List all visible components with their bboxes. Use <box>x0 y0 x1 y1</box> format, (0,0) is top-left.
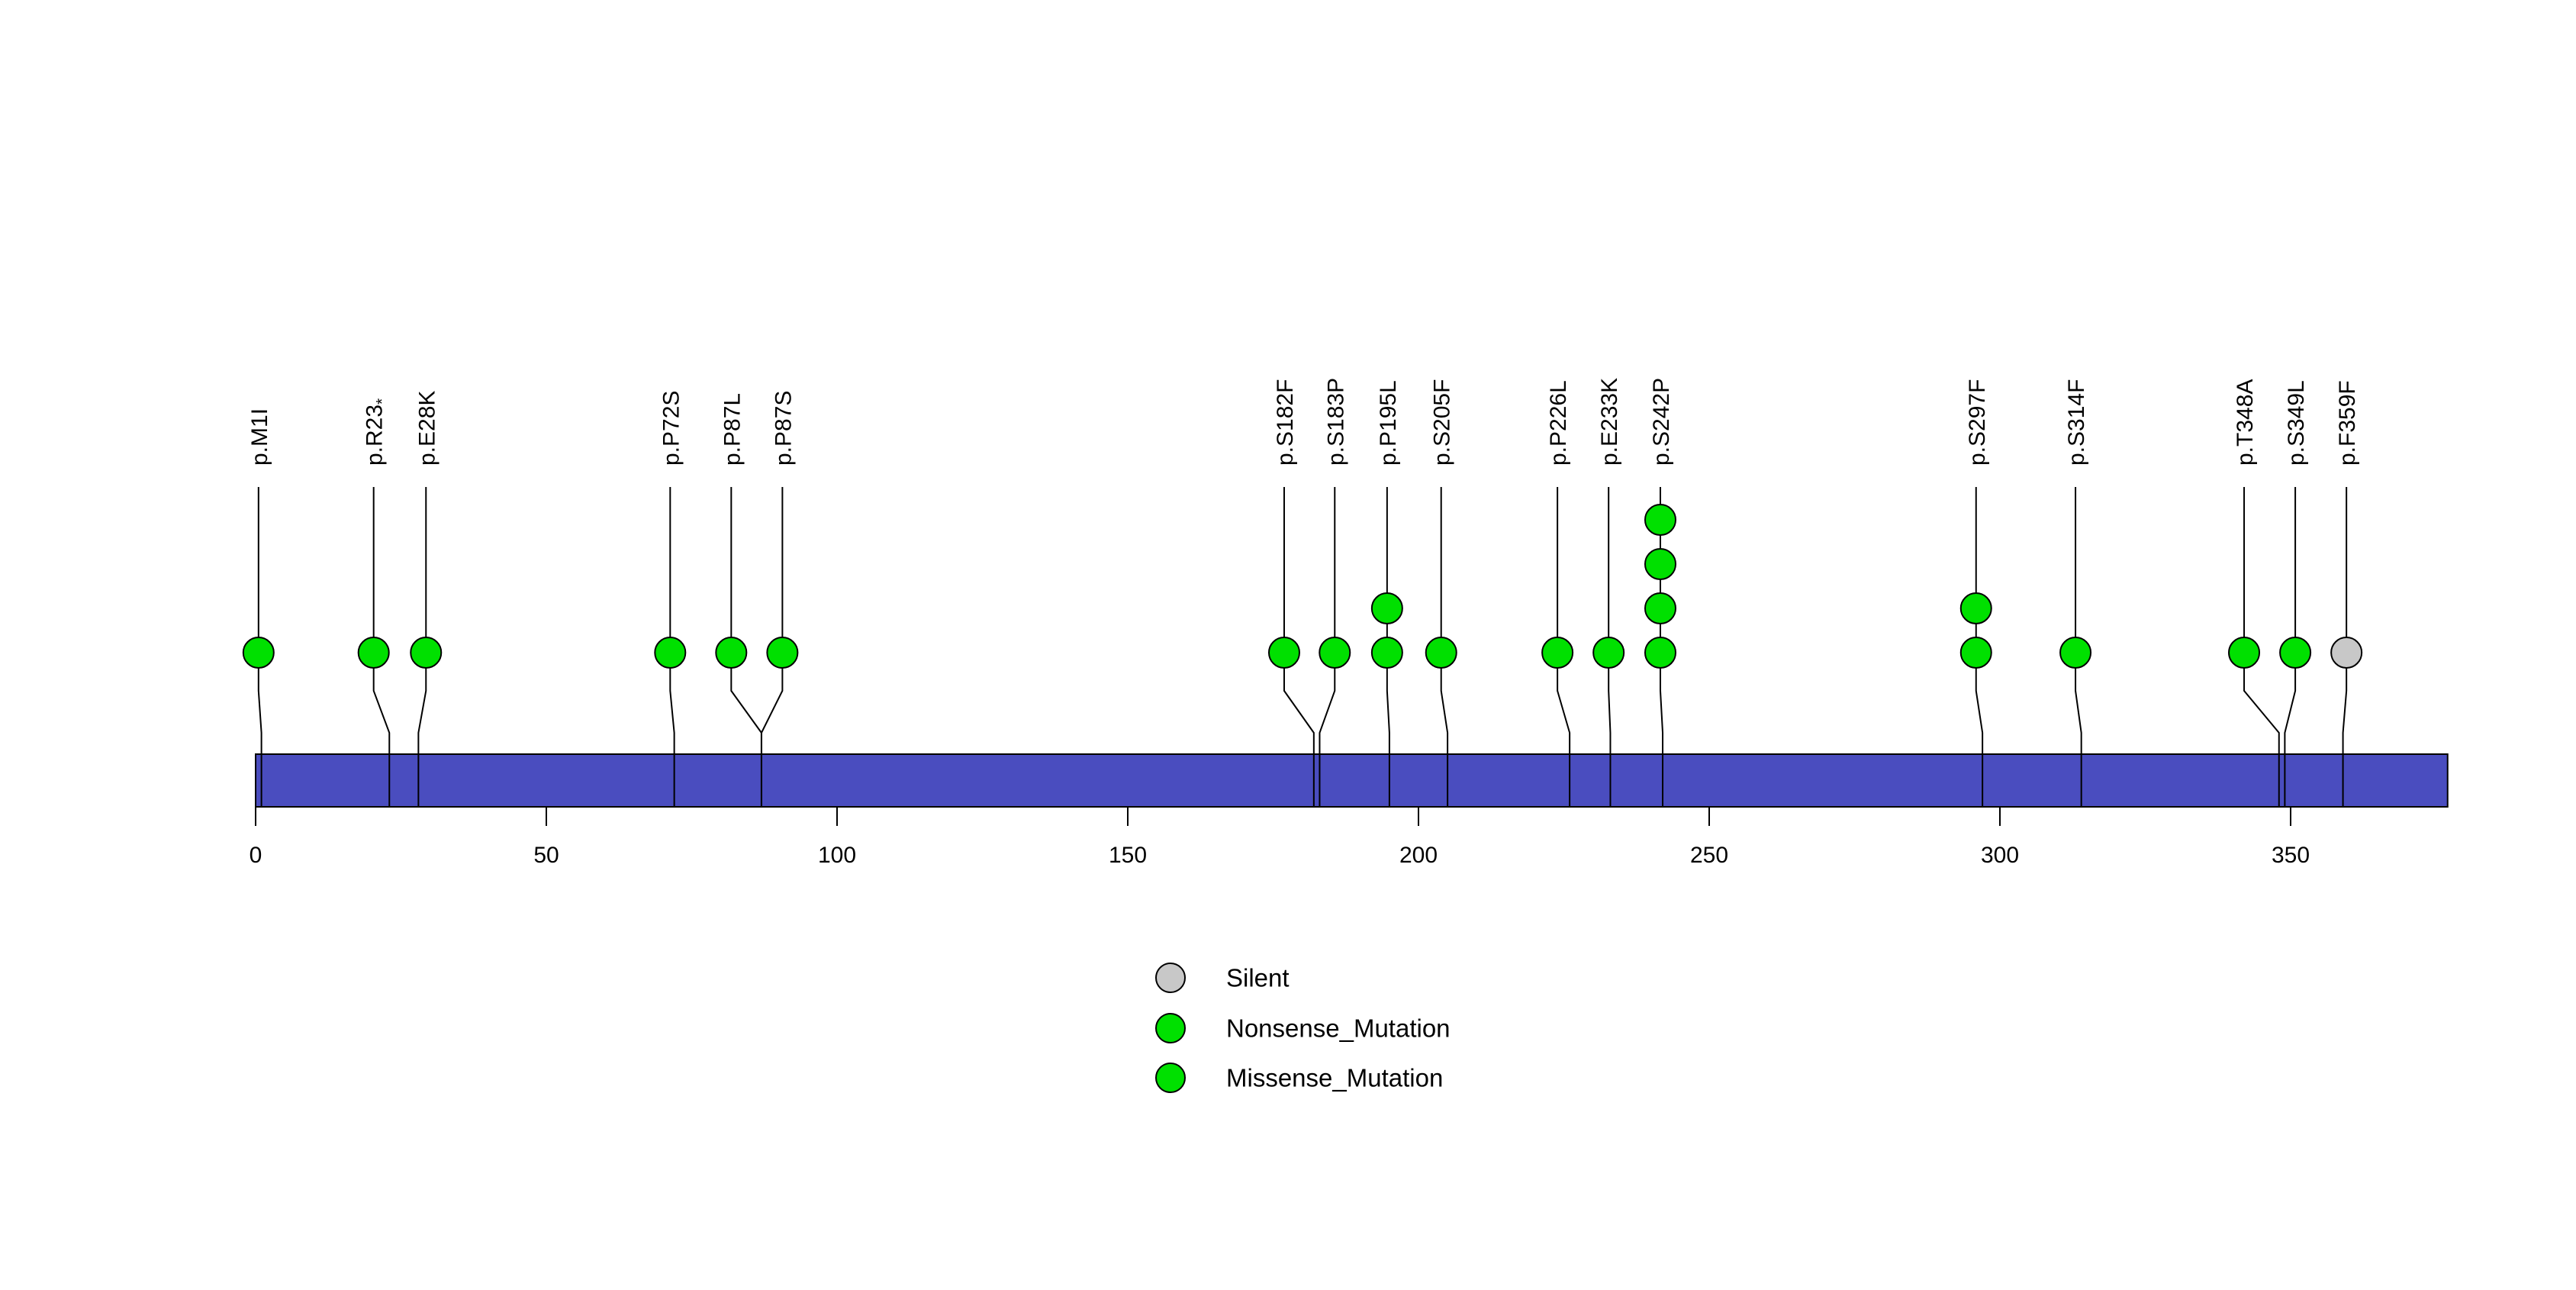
axis-tick-label: 0 <box>250 843 262 868</box>
mutation-label: p.E233K <box>1597 378 1622 466</box>
mutation-label: p.S314F <box>2064 379 2089 466</box>
mutation-circle <box>1267 637 1300 669</box>
mutation-label: p.P87L <box>720 393 745 466</box>
mutation-circle <box>715 637 748 669</box>
mutation-stem <box>2075 487 2082 807</box>
mutation-stem <box>2243 487 2280 807</box>
mutation-circle <box>2330 637 2363 669</box>
mutation-label: p.S182F <box>1273 379 1298 466</box>
axis-tick-label: 100 <box>818 843 856 868</box>
protein-bar <box>255 753 2449 808</box>
legend: Silent Nonsense_Mutation Missense_Mutati… <box>1155 963 1451 1093</box>
mutation-stem <box>669 487 675 807</box>
mutation-label: p.F359F <box>2335 380 2360 466</box>
mutation-stem <box>1608 487 1612 807</box>
mutation-label: p.T348A <box>2233 379 2258 466</box>
mutation-label: p.S297F <box>1965 379 1990 466</box>
legend-label-nonsense-mutation: Nonsense_Mutation <box>1226 1014 1451 1043</box>
mutation-label: p.P87S <box>771 391 796 466</box>
axis-tick-label: 250 <box>1690 843 1728 868</box>
mutation-label: p.P72S <box>658 391 684 466</box>
mutation-stem <box>1975 487 1984 807</box>
legend-label-silent: Silent <box>1226 964 1290 992</box>
mutation-circle <box>1644 592 1676 624</box>
mutation-circle <box>2059 637 2092 669</box>
mutation-labels: p.M1I p.R23* p.E28K p.P72S p.P87L p.P87S p.S18… <box>247 378 2360 466</box>
mutation-stems <box>257 487 2348 807</box>
mutation-circle <box>242 637 275 669</box>
mutation-label: p.M1I <box>247 408 272 466</box>
mutation-circle <box>2279 637 2312 669</box>
legend-swatch-missense-mutation <box>1155 1063 1186 1093</box>
mutation-label: p.S349L <box>2284 380 2309 466</box>
mutation-stem <box>372 487 391 807</box>
mutation-stem <box>417 487 427 807</box>
mutation-stem <box>1440 487 1449 807</box>
mutation-circle <box>1959 592 1992 624</box>
mutation-stem <box>1557 487 1571 807</box>
mutation-stem <box>2342 487 2348 807</box>
legend-swatch-nonsense-mutation <box>1155 1013 1186 1043</box>
mutation-circle <box>1370 637 1403 669</box>
mutation-label: p.S242P <box>1649 378 1674 466</box>
axis-tick-label: 200 <box>1399 843 1438 868</box>
axis-tick-label: 350 <box>2272 843 2310 868</box>
mutation-stem <box>1283 487 1315 807</box>
mutation-circles <box>242 504 2363 669</box>
mutation-stem <box>1319 487 1336 807</box>
mutation-circle <box>1425 637 1457 669</box>
axis-tick-label: 150 <box>1109 843 1147 868</box>
axis-tick-label: 50 <box>533 843 559 868</box>
mutation-label: p.R23* <box>362 398 391 466</box>
mutation-circle <box>1644 637 1676 669</box>
mutation-circle <box>1644 504 1676 536</box>
mutation-circle <box>1644 548 1676 580</box>
mutation-label: p.S183P <box>1323 378 1348 466</box>
mutation-circle <box>1592 637 1625 669</box>
mutation-label: p.E28K <box>414 391 440 466</box>
legend-label-missense-mutation: Missense_Mutation <box>1226 1064 1443 1092</box>
mutation-circle <box>654 637 687 669</box>
mutation-stem <box>257 487 262 807</box>
mutation-label: p.P226L <box>1546 380 1571 466</box>
mutation-circle <box>766 637 799 669</box>
mutation-circle <box>357 637 390 669</box>
mutation-stem <box>760 487 784 807</box>
mutation-label: p.S205F <box>1430 379 1455 466</box>
mutation-label: p.P195L <box>1376 380 1401 466</box>
mutation-circle <box>410 637 443 669</box>
mutation-circle <box>1319 637 1351 669</box>
mutation-circle <box>1541 637 1574 669</box>
mutation-stem <box>2284 487 2297 807</box>
axis-ticks: 0 50 100 150 200 250 300 350 <box>250 807 2310 868</box>
mutation-circle <box>1959 637 1992 669</box>
mutation-stem <box>1659 487 1664 807</box>
mutation-stem <box>1386 487 1390 807</box>
axis-tick-label: 300 <box>1981 843 2019 868</box>
mutation-circle <box>2228 637 2261 669</box>
legend-swatch-silent <box>1155 963 1186 993</box>
mutation-circle <box>1370 592 1403 624</box>
